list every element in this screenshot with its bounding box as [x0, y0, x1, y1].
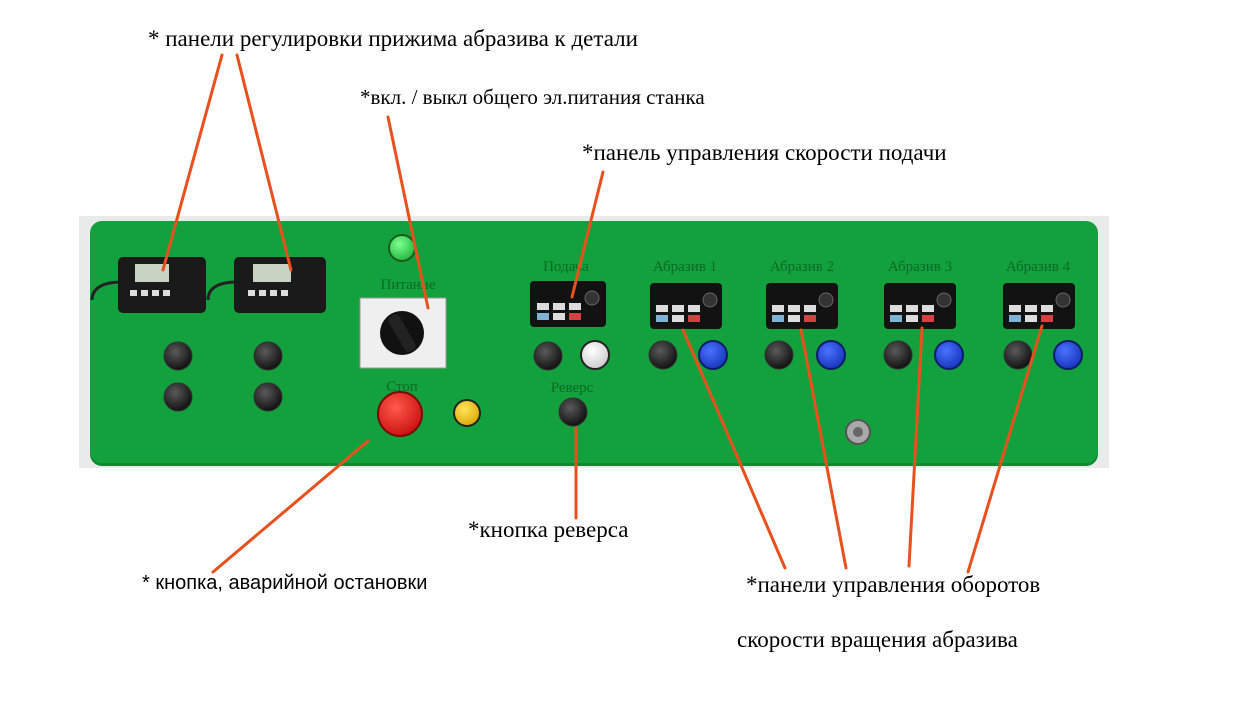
callout-feed-speed-panel: *панель управления скорости подачи: [582, 140, 947, 165]
abrasive-panel-3: Абразив 3: [884, 259, 956, 329]
leader-speed-2: [799, 328, 848, 570]
reverse-button[interactable]: [558, 397, 588, 427]
callout-speed-panels-line1: *панели управления оборотов: [746, 572, 1041, 597]
leader-speed-4: [966, 324, 1044, 574]
leader-pressure-2: [235, 53, 293, 272]
abrasive-3-knob[interactable]: [883, 340, 913, 370]
abrasive-2-blue-button[interactable]: [816, 340, 846, 370]
callout-power-switch: *вкл. / выкл общего эл.питания станка: [360, 85, 705, 109]
abrasive-panel-2: Абразив 2: [766, 259, 838, 329]
leader-power-switch: [386, 115, 430, 310]
leader-emergency-stop: [211, 439, 370, 574]
label-abrasive-4: Абразив 4: [1006, 259, 1071, 275]
abrasive-4-blue-button[interactable]: [1053, 340, 1083, 370]
callout-speed-panels-line2: скорости вращения абразива: [737, 627, 1018, 652]
abrasive-2-knob[interactable]: [764, 340, 794, 370]
callout-reverse-button: *кнопка реверса: [468, 517, 629, 542]
leader-speed-1: [681, 328, 787, 570]
yellow-indicator: [453, 399, 481, 427]
feed-speed-panel: [530, 281, 606, 327]
white-indicator: [580, 340, 610, 370]
emergency-stop-button[interactable]: [377, 391, 423, 437]
leader-speed-3: [907, 326, 924, 568]
label-abrasive-1: Абразив 1: [653, 259, 717, 275]
abrasive-3-blue-button[interactable]: [934, 340, 964, 370]
pressure-display-1: [90, 257, 206, 313]
pressure-buttons: [163, 341, 283, 412]
feed-knob[interactable]: [533, 341, 563, 371]
label-abrasive-2: Абразив 2: [770, 259, 834, 275]
leader-lines: [161, 53, 1044, 574]
connector-fitting: [845, 419, 871, 445]
pressure-display-2: [206, 257, 326, 313]
power-lamp: [388, 234, 416, 262]
label-stop: Стоп: [386, 379, 418, 395]
abrasive-panel-1: Абразив 1: [650, 259, 722, 329]
abrasive-1-knob[interactable]: [648, 340, 678, 370]
leader-pressure-1: [161, 53, 224, 272]
abrasive-1-blue-button[interactable]: [698, 340, 728, 370]
callout-emergency-stop: * кнопка, аварийной остановки: [142, 572, 428, 594]
abrasive-4-knob[interactable]: [1003, 340, 1033, 370]
abrasive-panel-4: Абразив 4: [1003, 259, 1075, 329]
label-reverse: Реверс: [551, 380, 594, 396]
power-switch[interactable]: [359, 297, 447, 369]
leader-feed-panel: [570, 170, 605, 299]
label-power: Питание: [381, 277, 436, 293]
callout-pressure-panels: * панели регулировки прижима абразива к …: [148, 26, 638, 51]
label-abrasive-3: Абразив 3: [888, 259, 952, 275]
